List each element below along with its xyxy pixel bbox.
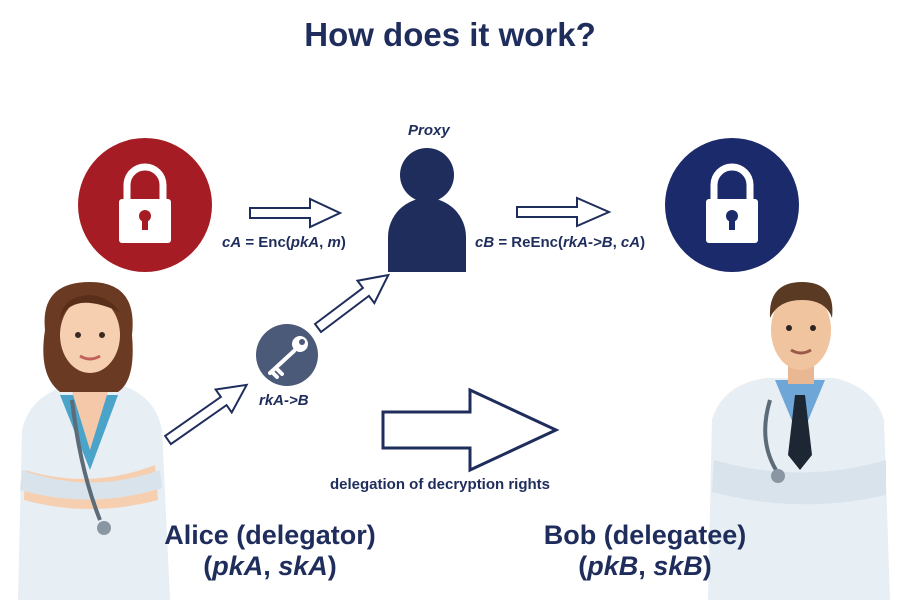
arrow-to-rekey xyxy=(163,383,249,446)
rekey-label: rkA->B xyxy=(259,392,309,409)
arrow-to-proxy xyxy=(249,197,343,229)
rekey-key-icon xyxy=(256,324,318,386)
arrow-rekey-to-proxy xyxy=(313,273,391,334)
bob-name: Bob (delegatee) xyxy=(543,520,747,550)
proxy-person-icon xyxy=(388,148,466,272)
bob-label: Bob (delegatee) (pkB, skB) xyxy=(495,520,795,582)
delegation-label: delegation of decryption rights xyxy=(330,476,551,493)
ciphertext-b-label: cB = ReEnc(rkA->B, cA) xyxy=(475,234,646,251)
delegation-arrow xyxy=(381,387,560,473)
alice-label: Alice (delegator) (pkA, skA) xyxy=(120,520,420,582)
alice-name: Alice (delegator) xyxy=(164,520,376,550)
alice-keys: (pkA, skA) xyxy=(203,551,337,581)
alice-doctor-illustration xyxy=(18,282,170,600)
arrow-to-bob-lock xyxy=(516,196,612,228)
red-lock-icon xyxy=(78,138,212,272)
blue-lock-icon xyxy=(665,138,799,272)
bob-doctor-illustration xyxy=(708,282,890,600)
bob-keys: (pkB, skB) xyxy=(578,551,712,581)
page-title: How does it work? xyxy=(304,16,596,53)
ciphertext-a-label: cA = Enc(pkA, m) xyxy=(222,234,346,251)
proxy-label: Proxy xyxy=(408,122,450,139)
